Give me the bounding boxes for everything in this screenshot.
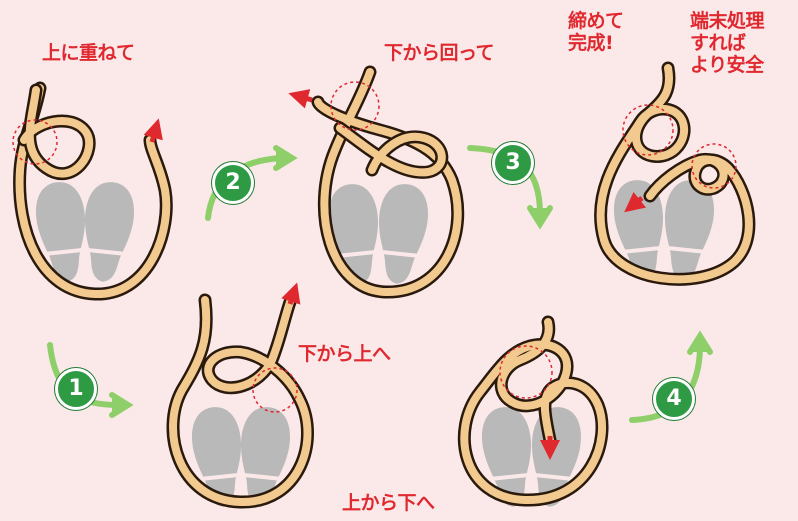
step-badge-4: 4 bbox=[653, 378, 695, 420]
label-under-to-over: 下から上へ bbox=[298, 343, 391, 365]
flow-arrow-1-head bbox=[112, 395, 128, 415]
label-overlap-on-top: 上に重ねて bbox=[42, 42, 135, 64]
panel-overlap bbox=[13, 88, 166, 294]
label-end-treatment: 端末処理 すれば より安全 bbox=[690, 10, 764, 76]
step-badge-1: 1 bbox=[55, 368, 97, 410]
step-badge-3: 3 bbox=[492, 142, 534, 184]
label-tighten-done: 締めて 完成! bbox=[568, 10, 624, 54]
flow-arrow-2-head bbox=[276, 148, 292, 168]
flow-arrow-3-head bbox=[530, 208, 550, 224]
panel-over-to-under bbox=[464, 322, 602, 509]
rope bbox=[464, 322, 602, 500]
flow-arrow-4-head bbox=[690, 336, 710, 352]
panel-finished bbox=[601, 68, 749, 282]
panel-wrap-from-under bbox=[298, 72, 458, 292]
label-over-to-under: 上から下へ bbox=[342, 492, 435, 514]
step-badge-2: 2 bbox=[212, 162, 254, 204]
panel-under-to-over bbox=[173, 292, 307, 509]
rope bbox=[173, 300, 307, 502]
direction-arrow bbox=[298, 96, 312, 100]
label-wrap-from-under: 下から回って bbox=[384, 42, 494, 64]
